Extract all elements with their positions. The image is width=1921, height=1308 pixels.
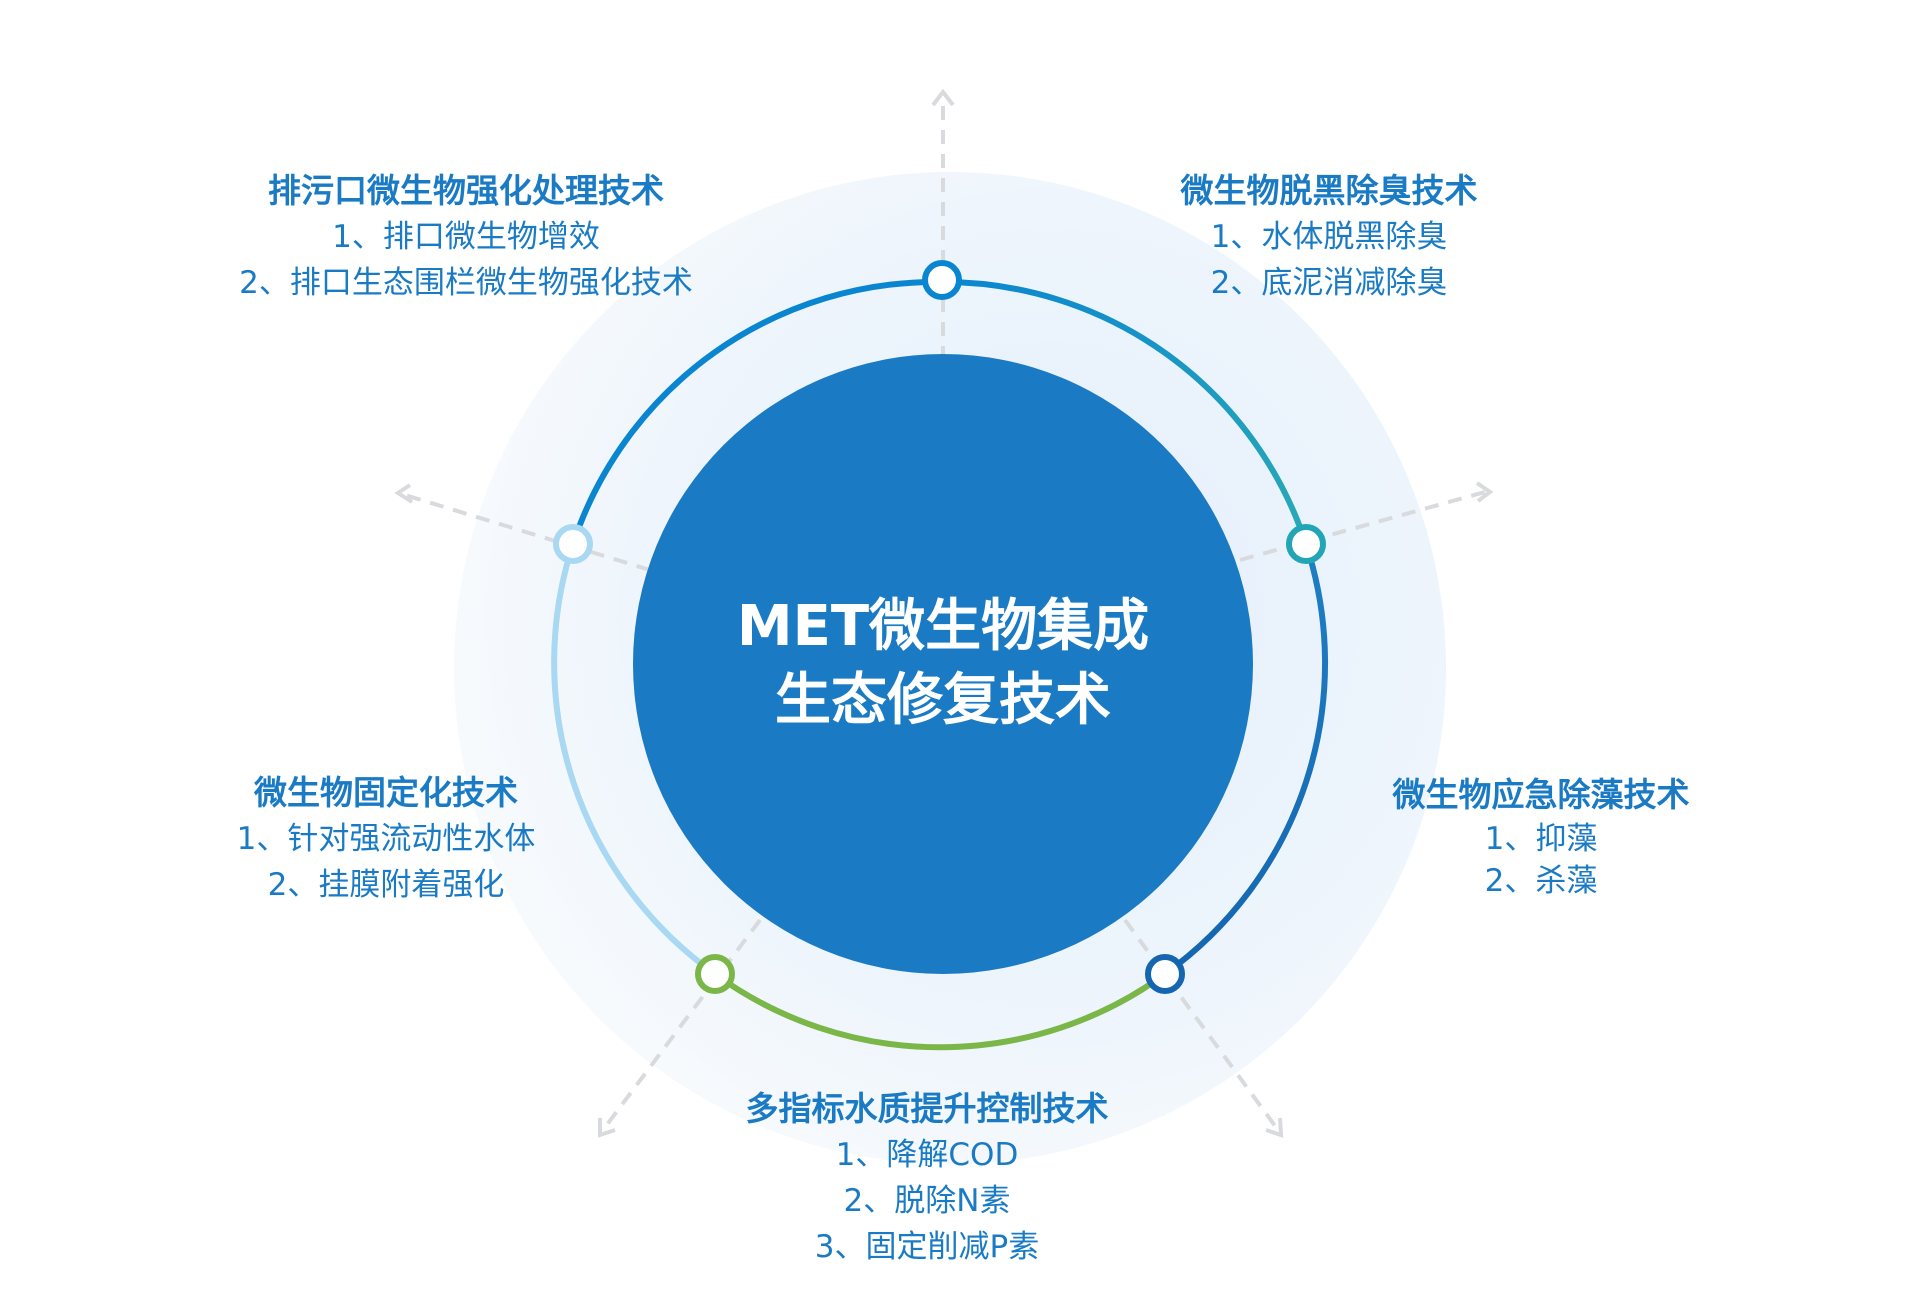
block-line: 1、排口微生物增效 — [332, 219, 600, 255]
center-title-line1: MET微生物集成 — [736, 594, 1150, 659]
block-line: 1、抑藻 — [1484, 821, 1598, 857]
block-water-quality: 多指标水质提升控制技术 1、降解COD 2、脱除N素 3、固定削减P素 — [746, 1086, 1109, 1270]
block-line: 1、针对强流动性水体 — [236, 821, 536, 857]
block-outfall-treatment: 排污口微生物强化处理技术 1、排口微生物增效 2、排口生态围栏微生物强化技术 — [239, 168, 693, 306]
arrow-bottom-right — [1123, 918, 1280, 1132]
block-title: 微生物脱黑除臭技术 — [1180, 171, 1478, 210]
block-deodorization: 微生物脱黑除臭技术 1、水体脱黑除臭 2、底泥消减除臭 — [1181, 168, 1478, 306]
block-line: 2、排口生态围栏微生物强化技术 — [239, 265, 693, 301]
block-title: 排污口微生物强化处理技术 — [267, 171, 664, 210]
arrow-bottom-left — [601, 918, 762, 1132]
core-circle — [633, 354, 1253, 974]
block-title: 微生物固定化技术 — [253, 773, 518, 812]
node-top — [922, 260, 962, 300]
block-title: 微生物应急除藻技术 — [1392, 775, 1690, 814]
block-line: 2、底泥消减除臭 — [1210, 265, 1448, 301]
center-title: MET微生物集成 生态修复技术 — [737, 590, 1149, 738]
center-title-line2: 生态修复技术 — [775, 668, 1111, 733]
block-immobilization: 微生物固定化技术 1、针对强流动性水体 2、挂膜附着强化 — [237, 770, 536, 908]
block-line: 1、降解COD — [835, 1137, 1019, 1173]
ring — [551, 278, 1328, 1051]
dashed-arrows — [404, 100, 1486, 1132]
block-line: 2、杀藻 — [1484, 863, 1598, 899]
node-right-top — [1286, 524, 1326, 564]
block-algae-removal: 微生物应急除藻技术 1、抑藻 2、杀藻 — [1393, 772, 1690, 902]
arrow-left — [404, 493, 651, 572]
node-right-bottom — [1145, 954, 1185, 994]
arrow-right — [1239, 490, 1486, 562]
block-line: 3、固定削减P素 — [814, 1229, 1040, 1265]
node-bottom-left — [695, 954, 735, 994]
block-line: 2、挂膜附着强化 — [267, 867, 505, 903]
node-left — [553, 524, 593, 564]
block-title: 多指标水质提升控制技术 — [745, 1089, 1109, 1128]
block-line: 1、水体脱黑除臭 — [1210, 219, 1448, 255]
block-line: 2、脱除N素 — [843, 1183, 1011, 1219]
